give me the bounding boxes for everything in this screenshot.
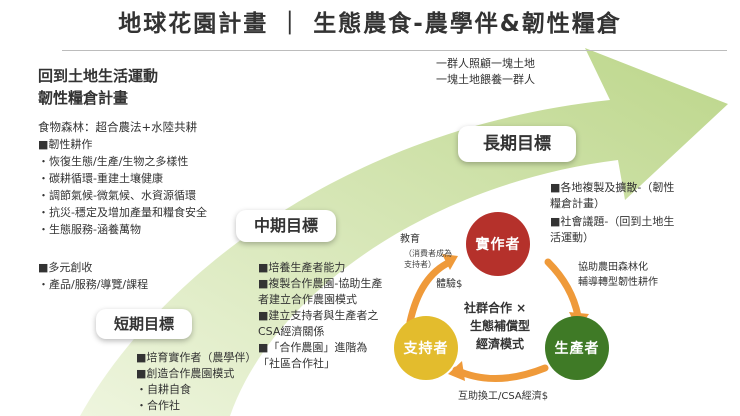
cycle-arrow-producer-to-supporter [452, 364, 549, 382]
cycle-arrow-supporter-to-practitioner [406, 258, 454, 326]
resilience-bullet: ・恢復生態/生產/生物之多樣性 [38, 155, 189, 168]
short-term-item: ・合作社 [136, 399, 180, 412]
experience-label: 體驗$ [436, 279, 463, 290]
producer-circle: 生產者 [545, 316, 609, 380]
resilience-bullet: ・碳耕循環-重建土壤健康 [38, 172, 163, 185]
food-forest-label: 食物森林：超合農法+水陸共耕 [38, 120, 198, 134]
mid-term-item: ■培養生產者能力 [258, 261, 346, 274]
resilience-bullet: ・生態服務-涵養萬物 [38, 223, 141, 236]
supporter-circle: 支持者 [394, 316, 458, 380]
page-title: 地球花園計畫 ｜ 生態農食-農學伴&韌性糧倉 [118, 11, 622, 37]
mid-term-item: ■「合作農園」進階為 [258, 341, 368, 354]
assist-label: 輔導轉型韌性耕作 [578, 277, 658, 288]
exchange-label: 互助換工/CSA經濟$ [458, 391, 549, 402]
arrowhead-to-practitioner [442, 254, 458, 270]
motto-line-1: 一群人照顧一塊土地 [436, 57, 535, 70]
long-term-item: ■社會議題-（回到土地生 [550, 215, 675, 228]
resilience-bullet: ・抗災-穩定及增加產量和糧食安全 [38, 206, 207, 219]
resilience-farming-heading: ■韌性耕作 [38, 138, 93, 151]
assist-label: 協助農田森林化 [578, 262, 648, 273]
arrowhead-to-supporter [448, 361, 465, 381]
long-term-item: 糧倉計畫） [550, 197, 605, 210]
heading-return-to-land: 回到土地生活運動 [38, 67, 159, 85]
mid-term-item: CSA經濟關係 [258, 325, 325, 338]
resilience-bullet: ・調節氣候-微氣候、水資源循環 [38, 189, 196, 202]
long-term-goal: 長期目標 [458, 126, 576, 162]
short-term-goal: 短期目標 [96, 309, 192, 339]
short-term-item: ・自耕自食 [136, 383, 191, 396]
title-divider [62, 50, 727, 51]
motto-line-2: 一塊土地餵養一群人 [436, 73, 535, 86]
mid-term-item: ■複製合作農園-協助生產 [258, 277, 383, 290]
center-label: 生態補償型 [470, 319, 531, 333]
diverse-income-heading: ■多元創收 [38, 261, 93, 274]
mid-term-item: 者建立合作農園模式 [258, 293, 357, 306]
short-term-item: ■創造合作農園模式 [136, 367, 235, 380]
education-note: （消費者成為 [404, 249, 452, 258]
cycle-arrow-practitioner-to-producer [544, 258, 582, 320]
education-label: 教育 [400, 234, 420, 245]
practitioner-circle: 實作者 [466, 212, 530, 276]
mid-term-goal: 中期目標 [236, 210, 336, 242]
center-label: 社群合作 × [464, 301, 527, 315]
heading-resilient-granary: 韌性糧倉計畫 [38, 89, 129, 107]
diverse-income-item: ・產品/服務/導覽/課程 [38, 278, 149, 291]
center-label: 經濟模式 [476, 337, 525, 351]
long-term-item: ■各地複製及擴散-（韌性 [550, 181, 675, 194]
long-term-item: 活運動） [550, 231, 594, 244]
cycle-arrows [406, 258, 582, 382]
education-note: 支持者） [404, 260, 436, 269]
short-term-item: ■培育實作者（農學伴） [136, 351, 257, 364]
mid-term-item: 「社區合作社」 [258, 357, 335, 370]
mid-term-item: ■建立支持者與生產者之 [258, 309, 379, 322]
